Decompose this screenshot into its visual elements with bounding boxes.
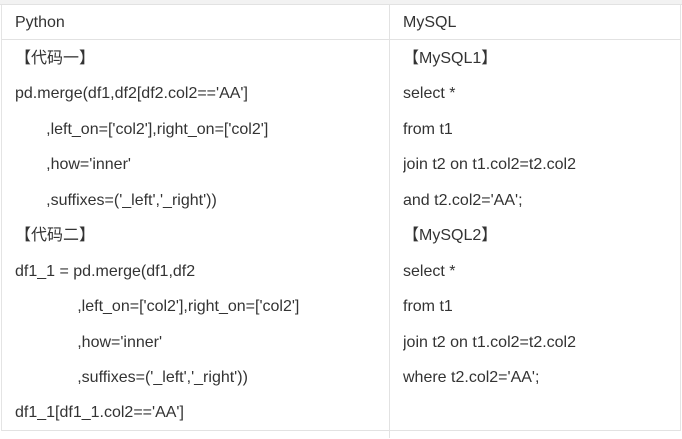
- mysql-code-line: 【MySQL2】: [403, 227, 498, 245]
- mysql-code-line: select *: [403, 85, 456, 103]
- python-code-line: ,left_on=['col2'],right_on=['col2']: [15, 120, 269, 138]
- python-code-line: ,how='inner': [15, 333, 163, 351]
- mysql-code-line: join t2 on t1.col2=t2.col2: [403, 333, 577, 351]
- mysql-code-line: [403, 395, 670, 430]
- mysql-code-line: 【MySQL1】: [403, 50, 498, 67]
- python-code-line: 【代码二】: [15, 227, 96, 245]
- mysql-code-line: join t2 on t1.col2=t2.col2: [403, 156, 577, 174]
- python-code-line: ,how='inner': [15, 156, 131, 174]
- mysql-code-cell: 【MySQL1】 select * from t1 join t2 on t1.…: [390, 40, 680, 431]
- python-code-line: ,suffixes=('_left','_right')): [15, 191, 217, 209]
- python-code-line: ,left_on=['col2'],right_on=['col2']: [15, 298, 300, 316]
- column-divider-stub: [389, 431, 390, 438]
- python-code-line: df1_1 = pd.merge(df1,df2: [15, 262, 196, 280]
- comparison-table: Python MySQL 【代码一】 pd.merge(df1,df2[df2.…: [1, 5, 681, 431]
- mysql-code-line: and t2.col2='AA';: [403, 191, 523, 209]
- python-code-line: ,suffixes=('_left','_right')): [15, 368, 248, 386]
- table-header-row: Python MySQL: [2, 5, 680, 40]
- mysql-code-line: select *: [403, 262, 456, 280]
- mysql-code-line: from t1: [403, 120, 453, 138]
- mysql-code-line: where t2.col2='AA';: [403, 368, 540, 386]
- python-code-cell: 【代码一】 pd.merge(df1,df2[df2.col2=='AA'] ,…: [2, 40, 390, 431]
- python-code-line: 【代码一】: [15, 50, 96, 67]
- previous-row-partial: [0, 0, 682, 5]
- column-header-python: Python: [2, 5, 390, 40]
- column-header-mysql: MySQL: [390, 5, 680, 40]
- mysql-code-line: from t1: [403, 298, 453, 316]
- table-body-row: 【代码一】 pd.merge(df1,df2[df2.col2=='AA'] ,…: [2, 40, 680, 431]
- python-code-line: pd.merge(df1,df2[df2.col2=='AA']: [15, 85, 248, 103]
- python-code-line: df1_1[df1_1.col2=='AA']: [15, 404, 184, 422]
- next-row-partial: [1, 431, 681, 438]
